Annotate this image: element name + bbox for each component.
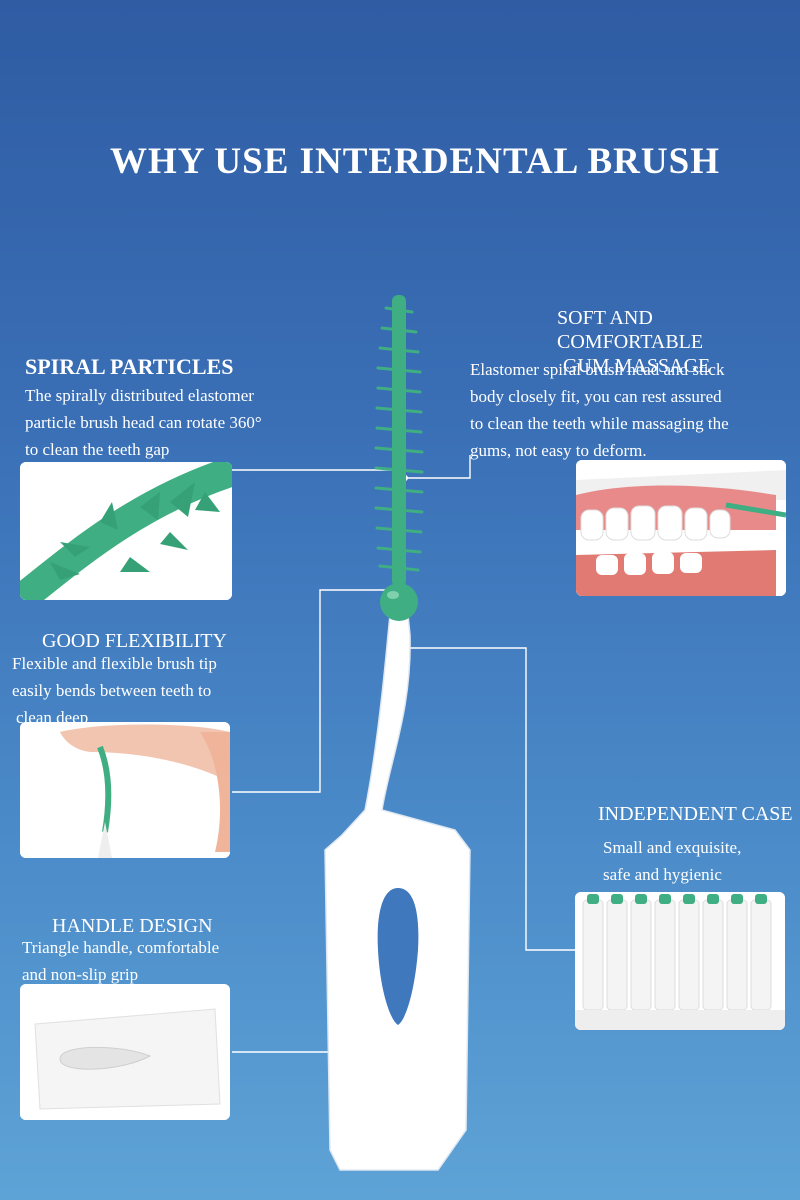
spiral-closeup-image: [20, 462, 232, 600]
handle-heading: HANDLE DESIGN: [52, 915, 213, 937]
handle-line: and non-slip grip: [22, 965, 139, 984]
flex-heading: GOOD FLEXIBILITY: [42, 630, 227, 652]
soft-description: Elastomer spiral brush head and stick bo…: [470, 356, 729, 464]
handle-design-image: [20, 984, 230, 1120]
handle-description: Triangle handle, comfortable and non-sli…: [22, 934, 219, 988]
flex-line: Flexible and flexible brush tip: [12, 654, 217, 673]
soft-line: gums, not easy to deform.: [470, 441, 647, 460]
case-heading: INDEPENDENT CASE: [598, 803, 793, 825]
soft-heading-line: GUM MASSAGE: [563, 355, 711, 377]
interdental-brush-illustration: [324, 295, 471, 1171]
spiral-heading: SPIRAL PARTICLES: [25, 354, 234, 379]
case-description: Small and exquisite, safe and hygienic: [603, 834, 741, 888]
soft-line: body closely fit, you can rest assured: [470, 387, 722, 406]
spiral-line: particle brush head can rotate 360°: [25, 413, 262, 432]
case-line: safe and hygienic: [603, 865, 722, 884]
soft-line: Elastomer spiral brush head and stick: [470, 360, 725, 379]
flexibility-image: [20, 722, 230, 858]
gum-massage-image: [576, 460, 786, 596]
handle-line: Triangle handle, comfortable: [22, 938, 220, 957]
soft-heading-line: SOFT AND COMFORTABLE: [557, 307, 704, 353]
case-line: Small and exquisite,: [603, 838, 742, 857]
independent-case-image: [575, 892, 785, 1030]
spiral-description: The spirally distributed elastomer parti…: [25, 382, 262, 463]
soft-line: to clean the teeth while massaging the: [470, 414, 729, 433]
flex-description: Flexible and flexible brush tip easily b…: [12, 650, 217, 731]
bristles: [374, 306, 424, 572]
soft-heading: SOFT AND COMFORTABLE GUM MASSAGE: [557, 306, 800, 378]
flex-line: easily bends between teeth to: [12, 681, 212, 700]
spiral-line: The spirally distributed elastomer: [25, 386, 254, 405]
page-title: WHY USE INTERDENTAL BRUSH: [110, 141, 720, 182]
spiral-line: to clean the teeth gap: [25, 440, 170, 459]
